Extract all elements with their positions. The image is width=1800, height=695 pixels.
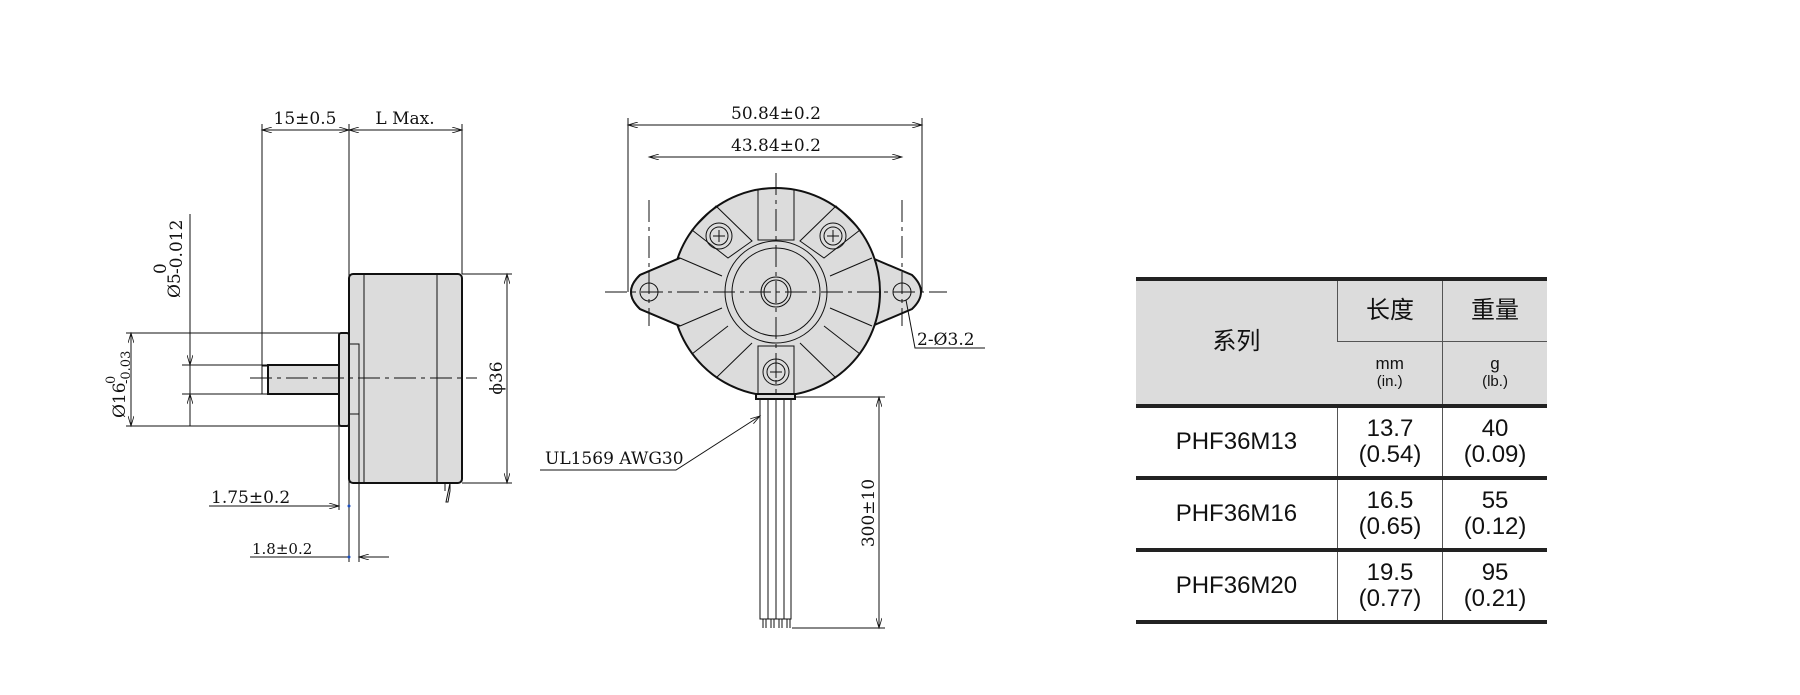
flange-thickness-dim: 1.8±0.2 <box>252 540 312 558</box>
weight-lb: (0.12) <box>1463 513 1527 540</box>
weight-g: 55 <box>1481 486 1509 514</box>
length-cell: 13.7(0.54) <box>1336 406 1443 478</box>
screw-icon <box>819 222 847 250</box>
table-row: PHF36M13 13.7(0.54) 40(0.09) <box>1136 406 1547 478</box>
weight-g: 95 <box>1481 558 1509 586</box>
hole-pitch-dim: 43.84±0.2 <box>731 136 821 156</box>
specs-table: 系列 长度 重量 mm(in.) g(lb.) PHF36M13 13.7(0.… <box>1136 277 1547 624</box>
header-series: 系列 <box>1136 279 1338 406</box>
weight-cell: 95(0.21) <box>1442 550 1547 622</box>
unit-g: g <box>1490 354 1500 374</box>
pilot-tol-lower: -0.03 <box>119 351 134 384</box>
header-length-unit: mm(in.) <box>1337 341 1443 406</box>
length-in: (0.77) <box>1358 585 1422 612</box>
weight-g: 40 <box>1481 414 1509 442</box>
weight-lb: (0.09) <box>1463 441 1527 468</box>
shaft <box>267 364 340 395</box>
length-mm: 13.7 <box>1366 414 1414 442</box>
length-cell: 19.5(0.77) <box>1336 550 1443 622</box>
weight-cell: 55(0.12) <box>1442 478 1547 550</box>
holes-callout: 2-Ø3.2 <box>917 330 975 350</box>
body-length-dim: L Max. <box>375 109 434 129</box>
model-cell: PHF36M13 <box>1175 427 1298 455</box>
model-cell: PHF36M16 <box>1175 499 1298 527</box>
weight-cell: 40(0.09) <box>1442 406 1547 478</box>
length-mm: 16.5 <box>1366 486 1414 514</box>
pilot-tol-upper: 0 <box>104 376 119 384</box>
length-in: (0.65) <box>1358 513 1422 540</box>
shaft-length-dim: 15±0.5 <box>274 109 337 129</box>
model-cell: PHF36M20 <box>1175 571 1298 599</box>
shaft-tol-upper: 0 <box>151 263 171 274</box>
lead-wires <box>759 398 792 628</box>
unit-lb: (lb.) <box>1482 373 1508 391</box>
table-row: PHF36M16 16.5(0.65) 55(0.12) <box>1136 478 1547 550</box>
lead-length-dim: 300±10 <box>859 479 879 547</box>
shaft-diameter-dim: Ø5 <box>165 273 185 298</box>
screw-icon <box>705 222 733 250</box>
header-weight: 重量 <box>1442 279 1547 342</box>
wire-spec-label: UL1569 AWG30 <box>545 449 684 469</box>
overall-width-dim: 50.84±0.2 <box>731 104 821 124</box>
weight-lb: (0.21) <box>1463 585 1527 612</box>
shaft-tol-lower: -0.012 <box>167 220 187 274</box>
length-in: (0.54) <box>1358 441 1422 468</box>
side-view: 15±0.5 L Max. ϕ36 Ø16 0 -0.03 Ø5 0 -0.01… <box>104 109 512 562</box>
header-weight-unit: g(lb.) <box>1442 341 1547 406</box>
body-diameter-dim: ϕ36 <box>487 361 507 394</box>
unit-mm: mm <box>1375 354 1404 374</box>
front-view: 50.84±0.2 43.84±0.2 2-Ø3.2 300±10 UL1569… <box>540 104 985 628</box>
length-mm: 19.5 <box>1366 558 1414 586</box>
table-row: PHF36M20 19.5(0.77) 95(0.21) <box>1136 550 1547 622</box>
flange <box>338 332 350 427</box>
header-length: 长度 <box>1336 279 1443 342</box>
unit-in: (in.) <box>1376 373 1403 391</box>
pilot-diameter-dim: Ø16 <box>110 382 130 418</box>
length-cell: 16.5(0.65) <box>1336 478 1443 550</box>
pilot-height-dim: 1.75±0.2 <box>211 488 290 508</box>
